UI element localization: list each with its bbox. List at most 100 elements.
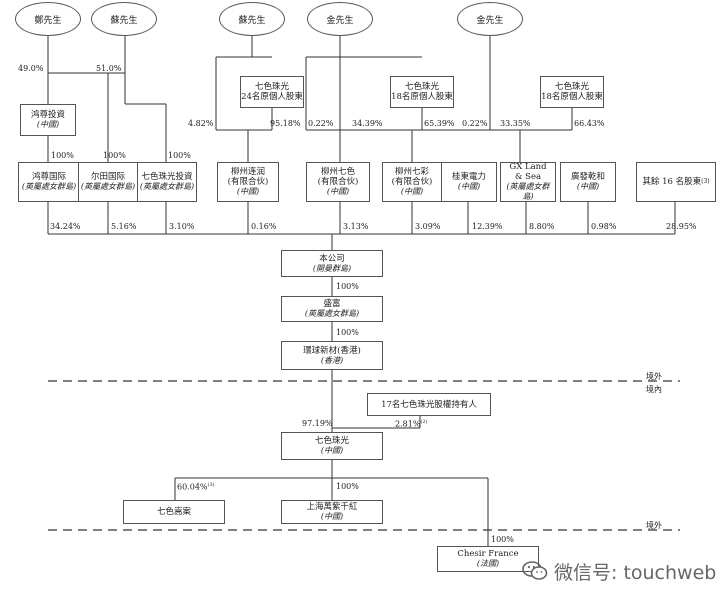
pool-line2: 24名原個人股東 xyxy=(241,92,303,102)
pool-18-holders-a: 七色珠光 18名原個人股東 xyxy=(390,76,454,108)
entity-liuzhou-qise: 柳州七色 (有限合伙) (中國) xyxy=(306,162,370,202)
entity-name: 17名七色珠光股權持有人 xyxy=(381,399,477,410)
entity-place: (英屬處女群島) xyxy=(139,182,195,191)
pct-company-qicai: 3.09% xyxy=(415,222,441,231)
pct-pearl-xuan: 60.04%(3) xyxy=(177,482,215,492)
pool-24-holders: 七色珠光 24名原個人股東 xyxy=(240,76,304,108)
entity-place: (開曼群島) xyxy=(312,263,352,273)
pct-shengfu-huanqiu: 100% xyxy=(336,328,359,337)
entity-place: (英屬處女群島) xyxy=(21,182,77,191)
pct-company-others: 28.95% xyxy=(666,222,697,231)
entity-type: (有限合伙) xyxy=(391,177,433,187)
pool-line1: 七色珠光 xyxy=(254,82,289,92)
entity-name: 七色珠光投資 xyxy=(141,172,193,182)
entity-qise-pearl: 七色珠光 (中國) xyxy=(281,432,383,460)
entity-name: 柳州七彩 xyxy=(394,167,429,177)
entity-place: (中國) xyxy=(320,446,344,455)
entity-place: (英屬處女群島) xyxy=(80,182,136,191)
entity-others: 其餘 16 名股東(3) xyxy=(636,162,716,202)
owner-jin-a: 金先生 xyxy=(307,2,373,36)
pool-18-holders-b: 七色珠光 18名原個人股東 xyxy=(540,76,604,108)
entity-place: (法國) xyxy=(476,559,500,568)
pct-zheng-hongzun: 49.0% xyxy=(18,64,44,73)
pct-jin-qise: 0.22% xyxy=(308,119,334,128)
pool-line1: 七色珠光 xyxy=(404,82,439,92)
wechat-watermark: 微信号: touchweb xyxy=(522,553,717,589)
pool-line1: 七色珠光 xyxy=(554,82,589,92)
entity-liuzhou-qicai: 柳州七彩 (有限合伙) (中國) xyxy=(382,162,442,202)
entity-17-holders: 17名七色珠光股權持有人 xyxy=(367,393,491,416)
owner-jin-b: 金先生 xyxy=(457,2,523,36)
entity-guidong: 桂東電力 (中國) xyxy=(441,162,497,202)
entity-hongzun-invest: 鸿尊投資 (中國) xyxy=(20,104,76,136)
entity-place: (中國) xyxy=(326,187,350,196)
entity-place: (中國) xyxy=(236,187,260,196)
region-onshore-label: 境內 xyxy=(646,385,662,394)
entity-name: 鸿尊投資 xyxy=(30,110,65,120)
pct-jin-qicai: 0.22% xyxy=(462,119,488,128)
entity-qise-invest: 七色珠光投資 (英屬處女群島) xyxy=(137,162,197,202)
watermark-text: 微信号: touchweb xyxy=(554,561,717,584)
entity-hongzun-intl: 鸿尊国际 (英屬處女群島) xyxy=(18,162,80,202)
pct-value: 60.04% xyxy=(177,482,208,492)
entity-place: (中國) xyxy=(320,512,344,521)
entity-name-line2: & Sea xyxy=(514,172,542,182)
pct-p18a-qise: 34.39% xyxy=(352,119,383,128)
entity-company: 本公司 (開曼群島) xyxy=(281,250,383,277)
entity-shanghai: 上海萬紫千紅 (中國) xyxy=(281,500,383,524)
region-offshore-label-2: 境外 xyxy=(646,521,662,530)
pct-company-guangfa: 0.98% xyxy=(591,222,617,231)
entity-name: 尔田国际 xyxy=(90,172,125,182)
entity-name: 廣發乾和 xyxy=(570,172,605,182)
pct-company-guidong: 12.39% xyxy=(472,222,503,231)
pct-p18b-qicai: 33.35% xyxy=(500,119,531,128)
pct-su-ertian: 100% xyxy=(103,151,126,160)
entity-huanqiu: 環球新材(香港) (香港) xyxy=(281,341,383,370)
footnote-mark: (2) xyxy=(420,419,428,425)
entity-chesir: Chesir France (法國) xyxy=(437,546,539,572)
pct-company-gxland: 8.80% xyxy=(529,222,555,231)
pct-company-liansheng: 0.16% xyxy=(251,222,277,231)
entity-name: Chesir France xyxy=(457,549,519,559)
pct-pearl-chesir: 100% xyxy=(491,535,514,544)
entity-name: 七色嵩案 xyxy=(156,507,191,517)
entity-type: (有限合伙) xyxy=(227,177,269,187)
pool-line2: 18名原個人股東 xyxy=(391,92,453,102)
pct-company-qise-invest: 3.10% xyxy=(169,222,195,231)
entity-place: (中國) xyxy=(457,182,481,191)
entity-place: (英屬處女群島) xyxy=(304,309,360,318)
pct-su-liansheng: 4.82% xyxy=(188,119,214,128)
entity-gxland: GX Land & Sea (英屬處女群島) xyxy=(500,162,556,202)
wechat-icon xyxy=(522,561,548,580)
footnote-mark: (3) xyxy=(701,178,710,185)
entity-guangfa: 廣發乾和 (中國) xyxy=(560,162,616,202)
entity-name: 其餘 16 名股東 xyxy=(642,177,702,187)
pct-su-qise-invest: 100% xyxy=(168,151,191,160)
pct-p18b-other: 66.43% xyxy=(574,119,605,128)
entity-name: 柳州七色 xyxy=(320,167,355,177)
owner-su-top: 蘇先生 xyxy=(219,2,285,36)
pct-p18a-qicai: 65.39% xyxy=(424,119,455,128)
entity-qise-xuan: 七色嵩案 xyxy=(123,500,225,524)
entity-name: 桂東電力 xyxy=(451,172,486,182)
entity-place: (中國) xyxy=(36,120,60,129)
entity-name: 柳州连润 xyxy=(230,167,265,177)
entity-name: 七色珠光 xyxy=(314,436,349,446)
entity-place: (中國) xyxy=(576,182,600,191)
pct-company-ertian: 5.16% xyxy=(111,222,137,231)
pct-holders-pearl: 2.81%(2) xyxy=(395,419,428,429)
pct-su-hongzun: 51.0% xyxy=(96,64,122,73)
entity-name: 盛富 xyxy=(323,299,341,309)
entity-place: (中國) xyxy=(400,187,424,196)
entity-ertian: 尔田国际 (英屬處女群島) xyxy=(78,162,138,202)
pool-line2: 18名原個人股東 xyxy=(541,92,603,102)
owner-su-left: 蘇先生 xyxy=(91,2,157,36)
pct-huanqiu-pearl: 97.19% xyxy=(302,419,333,428)
entity-name: GX Land xyxy=(509,162,547,172)
entity-name: 鸿尊国际 xyxy=(31,172,66,182)
region-offshore-label: 境外 xyxy=(646,372,662,381)
pct-company-liuzhou-qise: 3.13% xyxy=(343,222,369,231)
pct-company-hongzun: 34.24% xyxy=(50,222,81,231)
entity-type: (有限合伙) xyxy=(317,177,359,187)
